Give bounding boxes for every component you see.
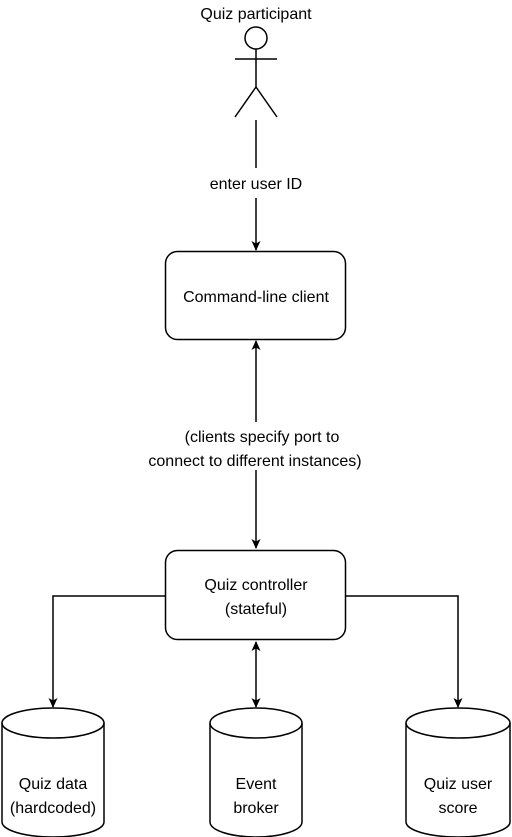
event-broker-database-icon bbox=[209, 707, 303, 837]
quiz-controller-label-line1: Quiz controller bbox=[204, 577, 308, 594]
event-broker-label-line2: broker bbox=[233, 800, 279, 817]
edge-label-connect-different-instances: connect to different instances) bbox=[148, 453, 361, 470]
edge-label-clients-specify-port: (clients specify port to bbox=[185, 429, 340, 446]
command-line-client-label: Command-line client bbox=[183, 289, 329, 306]
actor-figure-icon bbox=[234, 26, 278, 118]
quiz-controller-box bbox=[164, 549, 347, 641]
quiz-user-score-label-line2: score bbox=[438, 800, 477, 817]
quiz-user-score-database-icon bbox=[405, 707, 511, 837]
command-line-client-box bbox=[164, 250, 347, 341]
quiz-controller-label-line2: (stateful) bbox=[225, 601, 287, 618]
quiz-data-label-line2: (hardcoded) bbox=[10, 800, 96, 817]
actor-left-leg bbox=[234, 86, 257, 118]
edge-controller-to-quiz-data bbox=[48, 595, 165, 708]
actor-right-leg bbox=[255, 86, 278, 118]
edge-label-enter-user-id: enter user ID bbox=[210, 176, 302, 193]
quiz-data-label-line1: Quiz data bbox=[19, 776, 88, 793]
edge-controller-to-user-score bbox=[346, 595, 463, 708]
event-broker-label-line1: Event bbox=[236, 776, 277, 793]
actor-label: Quiz participant bbox=[200, 6, 312, 23]
actor-head bbox=[244, 26, 268, 50]
quiz-user-score-label-line1: Quiz user bbox=[424, 776, 493, 793]
quiz-data-database-icon bbox=[1, 707, 105, 837]
